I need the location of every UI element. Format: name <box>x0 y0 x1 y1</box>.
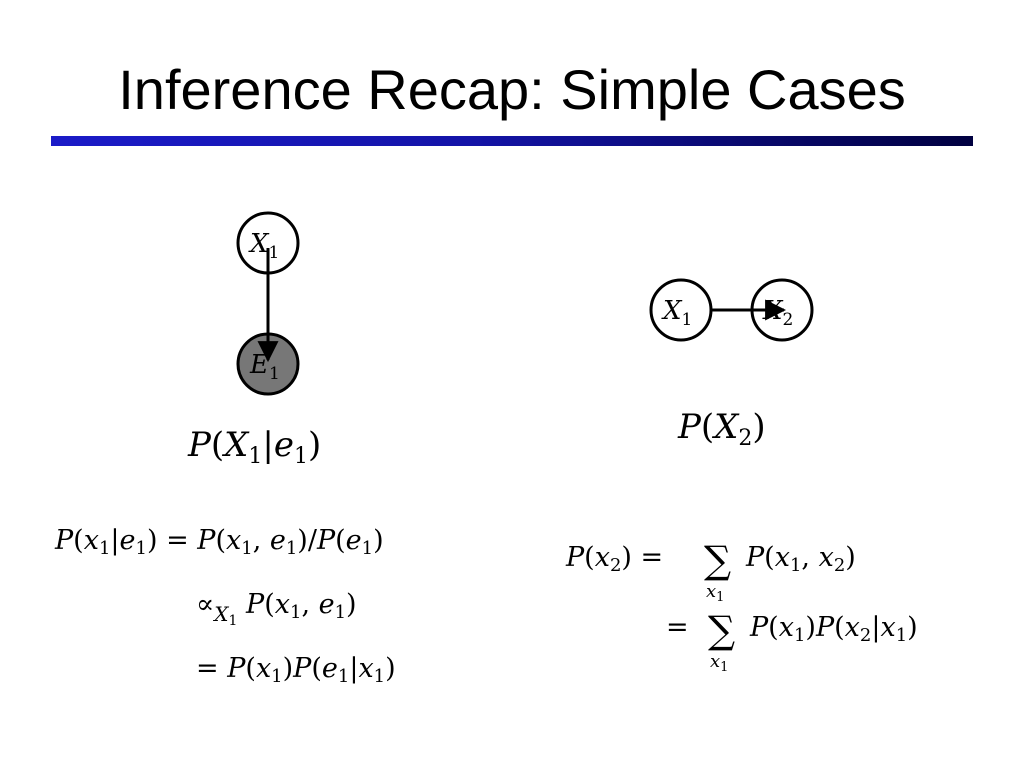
node-x1-left-label: X1 <box>248 229 279 263</box>
right-sum-symbol-1: ∑ <box>704 538 731 582</box>
left-query: P(X1|e1) <box>187 425 321 469</box>
right-query: P(X2) <box>677 407 766 451</box>
right-sum-index-1: x1 <box>706 581 724 605</box>
right-bayes-net: X1 X2 <box>649 278 814 342</box>
right-derivation-line-2-eq: = <box>666 612 689 643</box>
left-bayes-net: X1 E1 <box>236 211 300 396</box>
node-x1-right-label: X1 <box>661 296 692 330</box>
left-derivation-line-3: = P(x1)P(e1|x1) <box>196 653 396 687</box>
right-derivation-line-2-rhs: P(x1)P(x2|x1) <box>749 612 918 646</box>
title-underline <box>51 136 973 146</box>
left-derivation-line-1: P(x1|e1) = P(x1, e1)/P(e1) <box>54 525 384 559</box>
slide-title: Inference Recap: Simple Cases <box>118 58 906 121</box>
left-derivation-line-2: ∝X1 P(x1, e1) <box>196 589 357 629</box>
right-sum-index-2: x1 <box>710 651 728 675</box>
right-sum-symbol-2: ∑ <box>708 608 735 652</box>
right-derivation-line-1-lhs: P(x2) = <box>565 542 663 576</box>
right-derivation-line-1-rhs: P(x1, x2) <box>745 542 856 576</box>
